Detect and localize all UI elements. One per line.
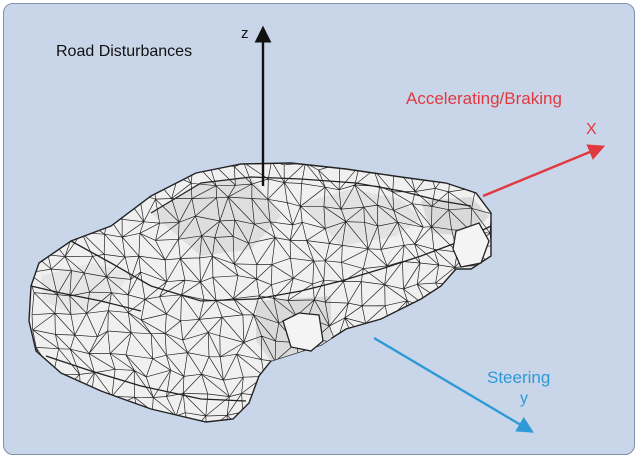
z-axis-label: Road Disturbances xyxy=(56,43,192,60)
x-axis-arrow xyxy=(483,147,602,196)
x-axis-letter: X xyxy=(586,121,597,138)
y-axis-letter: y xyxy=(520,390,528,407)
y-axis-label: Steering xyxy=(487,368,550,387)
z-axis: z Road Disturbances xyxy=(56,25,263,186)
car-wireframe xyxy=(25,154,521,445)
x-axis: X Accelerating/Braking xyxy=(406,89,602,196)
diagram-canvas: z Road Disturbances X Accelerating/Braki… xyxy=(3,3,635,455)
y-axis: y Steering xyxy=(374,338,550,431)
z-axis-letter: z xyxy=(241,25,249,42)
x-axis-label: Accelerating/Braking xyxy=(406,89,562,108)
diagram-svg: z Road Disturbances X Accelerating/Braki… xyxy=(4,4,634,454)
